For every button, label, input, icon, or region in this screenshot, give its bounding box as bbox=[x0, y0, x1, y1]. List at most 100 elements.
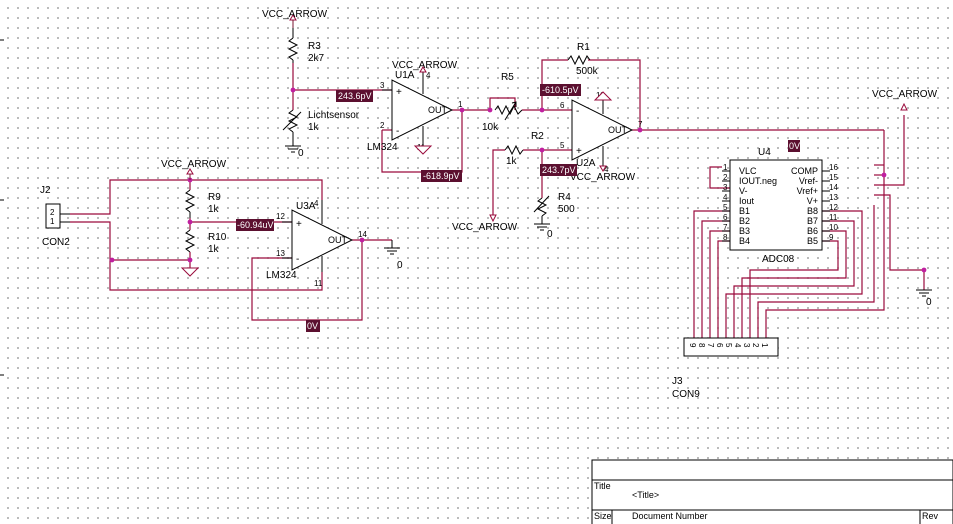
ground-r10 bbox=[180, 267, 200, 277]
j3-ref: J3 bbox=[672, 376, 683, 387]
opamp-u1a[interactable] bbox=[382, 72, 454, 146]
r10-ref: R10 bbox=[208, 232, 227, 243]
r1-ref: R1 bbox=[577, 42, 590, 53]
svg-text:-618.9pV: -618.9pV bbox=[423, 171, 460, 181]
vcc-label-u1a: VCC_ARROW bbox=[392, 60, 458, 71]
vcc-arrow-u1a bbox=[419, 66, 427, 73]
voltage-marker[interactable]: -60.94uV bbox=[236, 219, 274, 231]
voltage-marker[interactable]: -618.9pV bbox=[421, 170, 462, 182]
connector-j3[interactable] bbox=[683, 337, 779, 357]
j3-pin-label: 7 bbox=[706, 343, 715, 348]
adc-pin-num: 8 bbox=[723, 233, 728, 242]
gnd-label-right: 0 bbox=[926, 297, 932, 308]
u2a-minus: - bbox=[576, 106, 579, 117]
u2a-pin-vpos: 4 bbox=[604, 165, 609, 174]
svg-text:0V: 0V bbox=[307, 321, 318, 331]
u2a-pin-plus: 5 bbox=[560, 141, 565, 150]
resistor-r3[interactable] bbox=[287, 28, 299, 63]
sensor-value: 1k bbox=[308, 122, 320, 133]
u4-value: ADC08 bbox=[762, 254, 795, 265]
u3a-value: LM324 bbox=[266, 270, 297, 281]
adc-pin-name: B1 bbox=[739, 206, 750, 216]
gnd-label-r3: 0 bbox=[298, 148, 304, 159]
u3a-pin-vneg: 11 bbox=[314, 279, 323, 288]
r2-ref: R2 bbox=[531, 131, 544, 142]
u1a-value: LM324 bbox=[367, 142, 398, 153]
vcc-arrow-r3 bbox=[289, 14, 297, 28]
adc-u4[interactable] bbox=[729, 159, 823, 251]
ground-r3 bbox=[285, 142, 301, 153]
adc-pin-name: IOUT.neg bbox=[739, 176, 777, 186]
vcc-arrow-r5 bbox=[489, 214, 497, 223]
j3-pin-label: 5 bbox=[724, 343, 733, 348]
size-label: Size bbox=[594, 511, 612, 521]
adc-pin-num: 16 bbox=[829, 163, 838, 172]
light-sensor[interactable] bbox=[282, 109, 302, 142]
adc-pin-name: B6 bbox=[807, 226, 818, 236]
ground-r4 bbox=[534, 223, 550, 231]
adc-pin-num: 15 bbox=[829, 173, 838, 182]
u1a-pin-minus: 2 bbox=[380, 121, 385, 130]
adc-pin-num: 12 bbox=[829, 203, 838, 212]
adc-pin-num: 1 bbox=[723, 163, 728, 172]
u1a-pin-vpos: 4 bbox=[426, 71, 431, 80]
r4-value: 500 bbox=[558, 204, 575, 215]
adc-pin-name: B2 bbox=[739, 216, 750, 226]
voltage-marker[interactable]: 243.7pV bbox=[540, 164, 577, 176]
adc-pin-name: B5 bbox=[807, 236, 818, 246]
resistor-r2[interactable] bbox=[504, 144, 524, 156]
svg-text:-60.94uV: -60.94uV bbox=[237, 220, 274, 230]
rev-label: Rev bbox=[922, 511, 939, 521]
adc-pin-name: V+ bbox=[807, 196, 818, 206]
sensor-ref: Lichtsensor bbox=[308, 110, 360, 121]
adc-pin-name: V- bbox=[739, 186, 748, 196]
j2-pin-1: 1 bbox=[50, 217, 55, 226]
u2a-out-label: OUT bbox=[608, 125, 628, 135]
voltage-marker[interactable]: 0V bbox=[306, 320, 320, 332]
vcc-label-u2a: VCC_ARROW bbox=[570, 172, 636, 183]
adc-pin-name: Iout bbox=[739, 196, 755, 206]
adc-pin-num: 3 bbox=[723, 183, 728, 192]
u3a-pin-plus: 12 bbox=[276, 212, 285, 221]
j2-value: CON2 bbox=[42, 237, 70, 248]
vcc-label-r3: VCC_ARROW bbox=[262, 9, 328, 20]
adc-pin-name: B3 bbox=[739, 226, 750, 236]
ground-right bbox=[916, 289, 932, 297]
potentiometer-r5[interactable] bbox=[494, 101, 523, 121]
voltage-marker[interactable]: -610.5pV bbox=[540, 84, 581, 96]
adc-pin-num: 6 bbox=[723, 213, 728, 222]
potentiometer-r4[interactable] bbox=[533, 195, 550, 224]
adc-pin-name: Vref+ bbox=[797, 186, 818, 196]
u2a-ref: U2A bbox=[576, 158, 596, 169]
j3-pin-label: 6 bbox=[715, 343, 724, 348]
voltage-marker[interactable]: 0V bbox=[788, 140, 800, 152]
connector-j2[interactable] bbox=[45, 203, 70, 229]
j3-pin-label: 3 bbox=[742, 343, 751, 348]
adc-pin-num: 2 bbox=[723, 173, 728, 182]
opamp-u3a[interactable] bbox=[282, 200, 354, 272]
opamp-u2a[interactable] bbox=[571, 92, 634, 166]
document-number-label: Document Number bbox=[632, 511, 708, 521]
adc-pin-name: B4 bbox=[739, 236, 750, 246]
vcc-arrow-r9 bbox=[186, 168, 194, 180]
u1a-pin-out: 1 bbox=[458, 100, 463, 109]
voltage-marker[interactable]: 243.6pV bbox=[336, 90, 373, 102]
u1a-out-label: OUT bbox=[428, 105, 448, 115]
u3a-pin-out: 14 bbox=[358, 230, 367, 239]
resistor-r9[interactable] bbox=[184, 189, 196, 218]
gnd-label-u3: 0 bbox=[397, 260, 403, 271]
u1a-minus: - bbox=[396, 126, 399, 137]
ground-u2a bbox=[593, 91, 613, 101]
svg-text:0V: 0V bbox=[789, 141, 800, 151]
vcc-label-right: VCC_ARROW bbox=[872, 89, 938, 100]
title-block bbox=[591, 459, 953, 524]
resistor-r1[interactable] bbox=[567, 54, 591, 66]
resistor-r10[interactable] bbox=[184, 229, 196, 253]
j3-pin-label: 8 bbox=[697, 343, 706, 348]
r5-value: 10k bbox=[482, 122, 499, 133]
j3-pin-label: 2 bbox=[751, 343, 760, 348]
u3a-ref: U3A bbox=[296, 201, 316, 212]
